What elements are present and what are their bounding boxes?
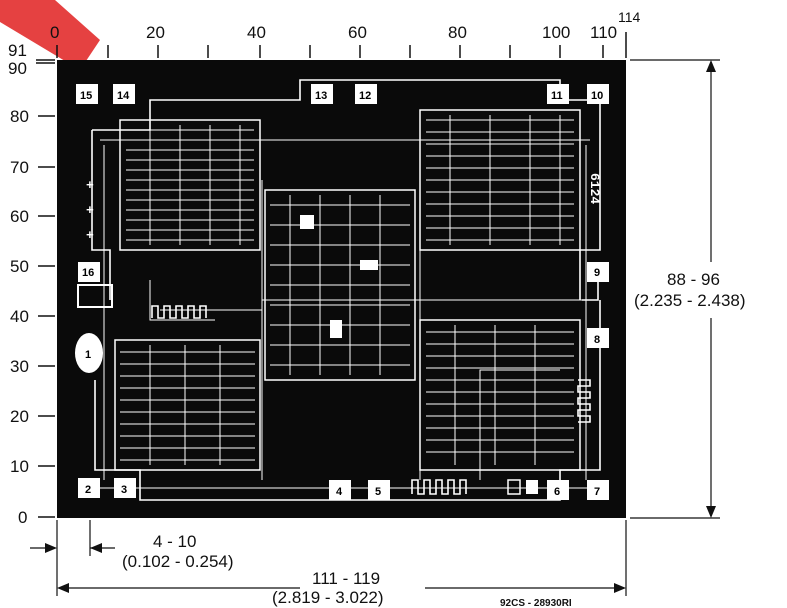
svg-text:8: 8: [594, 334, 600, 346]
svg-text:16: 16: [82, 267, 94, 279]
die-body: [57, 60, 626, 518]
pad-16: 16: [77, 262, 113, 308]
pad-11: 11: [547, 84, 569, 104]
resistor-left: [151, 305, 207, 319]
alignment-marks: + + +: [86, 178, 94, 243]
corner-mark: [0, 0, 100, 70]
pad-6: 6: [547, 480, 569, 500]
bond-pads: 15 14 13 12 11 10: [75, 84, 609, 500]
pad-1: 1: [75, 333, 103, 373]
circuit-block-center: [264, 189, 416, 381]
height-mm-label: (2.235 - 2.438): [634, 291, 746, 310]
top-tick-40: 40: [247, 23, 266, 42]
pad-12: 12: [355, 84, 377, 104]
svg-text:4: 4: [336, 486, 343, 498]
svg-text:+: +: [86, 178, 94, 193]
pad-7: 7: [587, 480, 609, 500]
circuit-block-bottom-left: [114, 339, 261, 471]
resistor-bottom-contact: [507, 479, 521, 495]
svg-text:1: 1: [85, 349, 91, 361]
circuit-block-top-left: [119, 119, 261, 251]
left-tick-40: 40: [10, 307, 29, 326]
left-tick-20: 20: [10, 407, 29, 426]
contact-bottom-right: [526, 480, 538, 494]
die-marking: 6124: [587, 173, 602, 204]
left-tick-70: 70: [10, 158, 29, 177]
pad-2: 2: [78, 478, 100, 498]
svg-text:3: 3: [121, 484, 127, 496]
pad-9: 9: [582, 262, 609, 301]
left-tick-50: 50: [10, 257, 29, 276]
pad-8: 8: [587, 328, 609, 348]
svg-text:15: 15: [80, 90, 92, 102]
svg-text:12: 12: [359, 90, 371, 102]
left-tick-10: 10: [10, 457, 29, 476]
width-mm-label: (2.819 - 3.022): [272, 588, 384, 607]
width-dimension: 111 - 119 (2.819 - 3.022): [57, 520, 627, 607]
circuit-block-top-right: [419, 109, 581, 251]
offset-mils-label: 4 - 10: [153, 532, 196, 551]
left-tick-90: 90: [8, 59, 27, 78]
pad-15: 15: [76, 84, 98, 104]
circuit-block-bottom-right: [419, 319, 591, 471]
left-tick-30: 30: [10, 357, 29, 376]
resistor-bottom: [411, 479, 467, 495]
drawing-code: 92CS - 28930RI: [500, 598, 572, 608]
pad-5: 5: [368, 480, 390, 500]
top-tick-0: 0: [50, 23, 59, 42]
svg-text:14: 14: [117, 90, 130, 102]
svg-text:10: 10: [591, 90, 603, 102]
height-mils-label: 88 - 96: [667, 270, 720, 289]
svg-text:2: 2: [85, 484, 91, 496]
svg-text:6: 6: [554, 486, 560, 498]
top-tick-60: 60: [348, 23, 367, 42]
top-tick-20: 20: [146, 23, 165, 42]
offset-dimension: 4 - 10 (0.102 - 0.254): [30, 520, 234, 596]
svg-text:11: 11: [551, 90, 563, 102]
svg-text:13: 13: [315, 90, 327, 102]
left-tick-60: 60: [10, 207, 29, 226]
height-dimension: 88 - 96 (2.235 - 2.438): [630, 59, 746, 519]
pad-4: 4: [329, 480, 351, 500]
top-scale: 0 20 40 60 80 100 110 114: [50, 9, 641, 58]
svg-text:5: 5: [375, 486, 381, 498]
svg-text:9: 9: [594, 267, 600, 279]
pad-3: 3: [114, 478, 136, 498]
svg-text:7: 7: [594, 486, 600, 498]
top-tick-end: 114: [618, 9, 641, 25]
top-tick-100: 100: [542, 23, 570, 42]
left-tick-91: 91: [8, 41, 27, 60]
pad-14: 14: [113, 84, 135, 104]
die: + + + 6124 15 14 13 12: [57, 60, 626, 518]
top-tick-80: 80: [448, 23, 467, 42]
top-tick-110: 110: [590, 23, 617, 42]
offset-mm-label: (0.102 - 0.254): [122, 552, 234, 571]
left-tick-0: 0: [18, 508, 27, 527]
svg-text:+: +: [86, 228, 94, 243]
pad-13: 13: [311, 84, 333, 104]
svg-text:+: +: [86, 203, 94, 218]
width-mils-label: 111 - 119: [312, 569, 380, 588]
left-scale: 91 90 80 70 60 50 40 30 20 10 0: [8, 41, 55, 527]
pad-10: 10: [587, 84, 609, 104]
left-tick-80: 80: [10, 107, 29, 126]
